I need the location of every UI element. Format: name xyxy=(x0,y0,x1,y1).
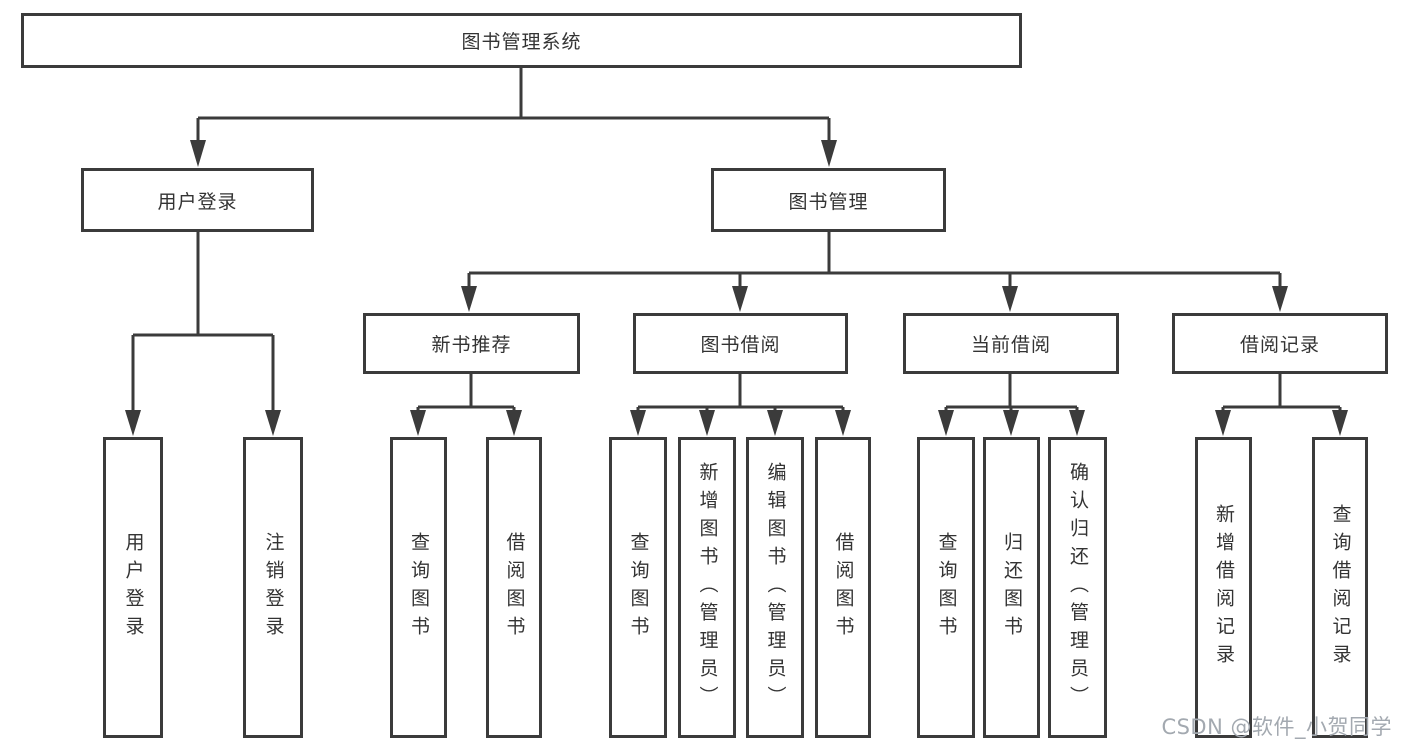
leaf-current-confirm-return-admin: 确认归还（管理员） xyxy=(1048,437,1107,738)
node-book-management: 图书管理 xyxy=(711,168,946,232)
leaf-current-query-book: 查询图书 xyxy=(917,437,975,738)
node-current-borrow: 当前借阅 xyxy=(903,313,1119,374)
leaf-user-login: 用户登录 xyxy=(103,437,163,738)
node-borrow-records: 借阅记录 xyxy=(1172,313,1388,374)
node-book-borrow: 图书借阅 xyxy=(633,313,848,374)
leaf-borrow-add-book-admin: 新增图书（管理员） xyxy=(678,437,736,738)
leaf-records-query-record: 查询借阅记录 xyxy=(1312,437,1368,738)
node-user-login: 用户登录 xyxy=(81,168,314,232)
leaf-user-logout: 注销登录 xyxy=(243,437,303,738)
leaf-borrow-borrow-book: 借阅图书 xyxy=(815,437,871,738)
node-new-book-recommend: 新书推荐 xyxy=(363,313,580,374)
leaf-newbooks-borrow-book: 借阅图书 xyxy=(486,437,542,738)
leaf-current-return-book: 归还图书 xyxy=(983,437,1040,738)
node-root: 图书管理系统 xyxy=(21,13,1022,68)
csdn-watermark: CSDN @软件_小贺同学 xyxy=(1161,715,1392,739)
leaf-borrow-edit-book-admin: 编辑图书（管理员） xyxy=(746,437,804,738)
leaf-newbooks-query-book: 查询图书 xyxy=(390,437,447,738)
leaf-records-add-record: 新增借阅记录 xyxy=(1195,437,1252,738)
leaf-borrow-query-book: 查询图书 xyxy=(609,437,667,738)
